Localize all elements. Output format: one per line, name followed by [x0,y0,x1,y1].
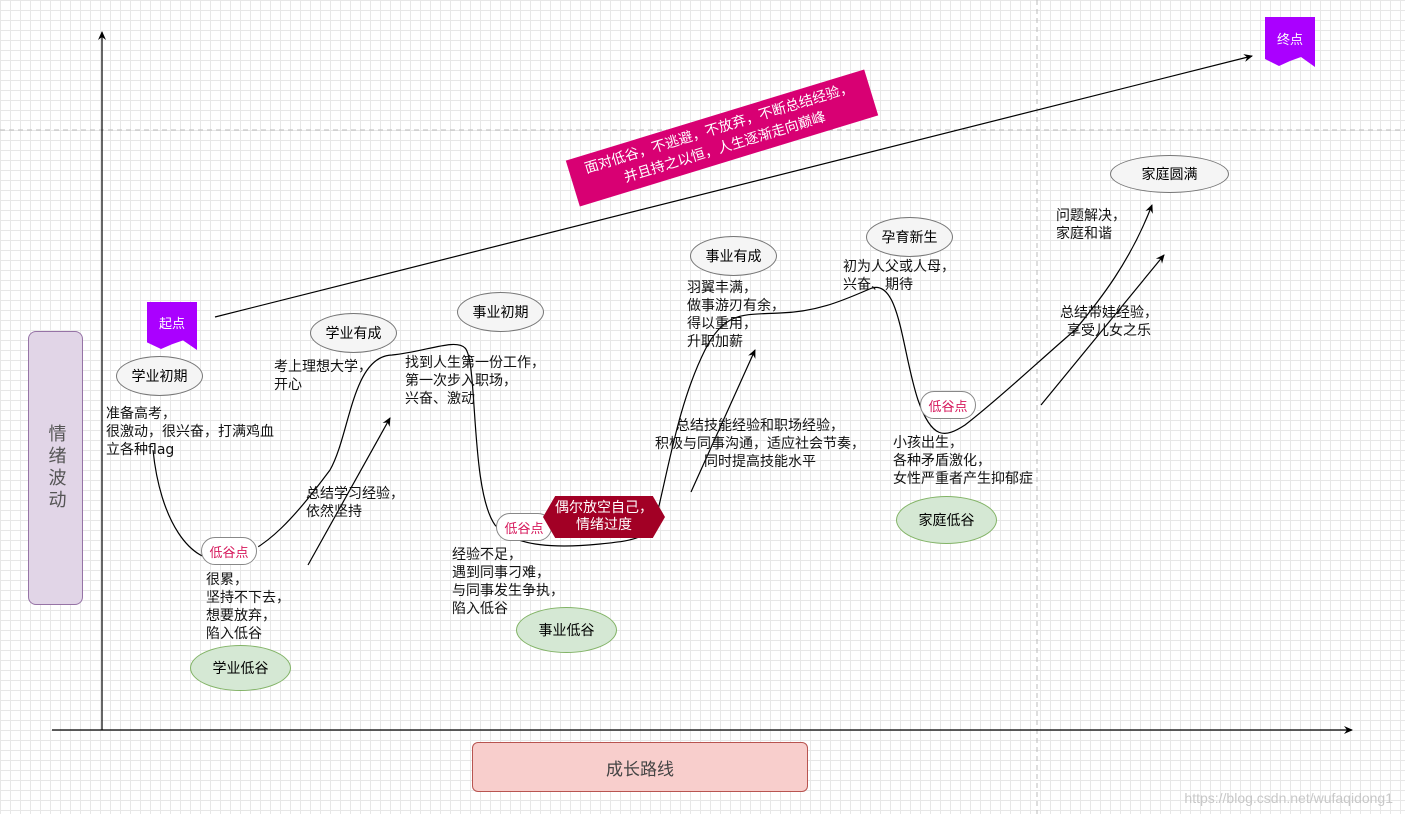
arrow-family-improve [1040,254,1165,406]
x-axis-label: 成长路线 [472,742,808,792]
arrow-study-improve [307,417,391,566]
stage-career-early: 事业初期 [457,292,544,332]
curve-tail-to-family-complete [1074,204,1153,331]
note-family-resolved: 问题解决， 家庭和谐 [1056,208,1126,242]
emotion-curve [152,286,1076,561]
note-parenthood: 初为人父或人母， 兴奋、期待 [843,259,955,293]
note-study-summary: 总结学习经验， 依然坚持 [306,486,404,520]
start-flag: 起点 [147,302,197,350]
stage-family-complete: 家庭圆满 [1110,155,1229,193]
arrow-career-improve [690,349,756,493]
note-career-valley: 经验不足， 遇到同事刁难， 与同事发生争执， 陷入低谷 [452,547,564,617]
note-first-job: 找到人生第一份工作， 第一次步入职场， 兴奋、激动 [405,355,545,407]
note-exam-prep: 准备高考， 很激动，很兴奋，打满鸡血 立各种flag [106,406,274,458]
stage-study-success: 学业有成 [310,313,397,353]
valley-point-cloud-3: 低谷点 [920,391,976,419]
stage-parenthood: 孕育新生 [866,217,953,257]
y-axis-label: 情绪波动 [28,331,83,605]
note-career-summary: 总结技能经验和职场经验， 积极与同事沟通，适应社会节奏， 同时提高技能水平 [655,418,865,470]
valley-family: 家庭低谷 [896,496,997,544]
valley-career: 事业低谷 [516,607,617,653]
note-family-summary: 总结带娃经验， 享受儿女之乐 [1060,305,1158,339]
watermark: https://blog.csdn.net/wufaqidong1 [1184,790,1393,806]
valley-point-cloud-1: 低谷点 [201,537,257,565]
relax-hexagon: 偶尔放空自己， 情绪过度 [543,496,665,538]
note-career-success: 羽翼丰满， 做事游刃有余， 得以重用， 升职加薪 [687,280,785,350]
end-flag: 终点 [1265,17,1315,67]
valley-study: 学业低谷 [190,645,291,691]
stage-career-success: 事业有成 [690,236,777,276]
stage-study-early: 学业初期 [116,356,203,396]
note-study-valley: 很累， 坚持不下去， 想要放弃， 陷入低谷 [206,572,290,642]
note-university: 考上理想大学， 开心 [274,359,372,393]
valley-point-cloud-2: 低谷点 [496,513,552,541]
trend-arrow [214,54,1253,318]
note-family-valley: 小孩出生， 各种矛盾激化， 女性严重者产生抑郁症 [893,435,1033,487]
